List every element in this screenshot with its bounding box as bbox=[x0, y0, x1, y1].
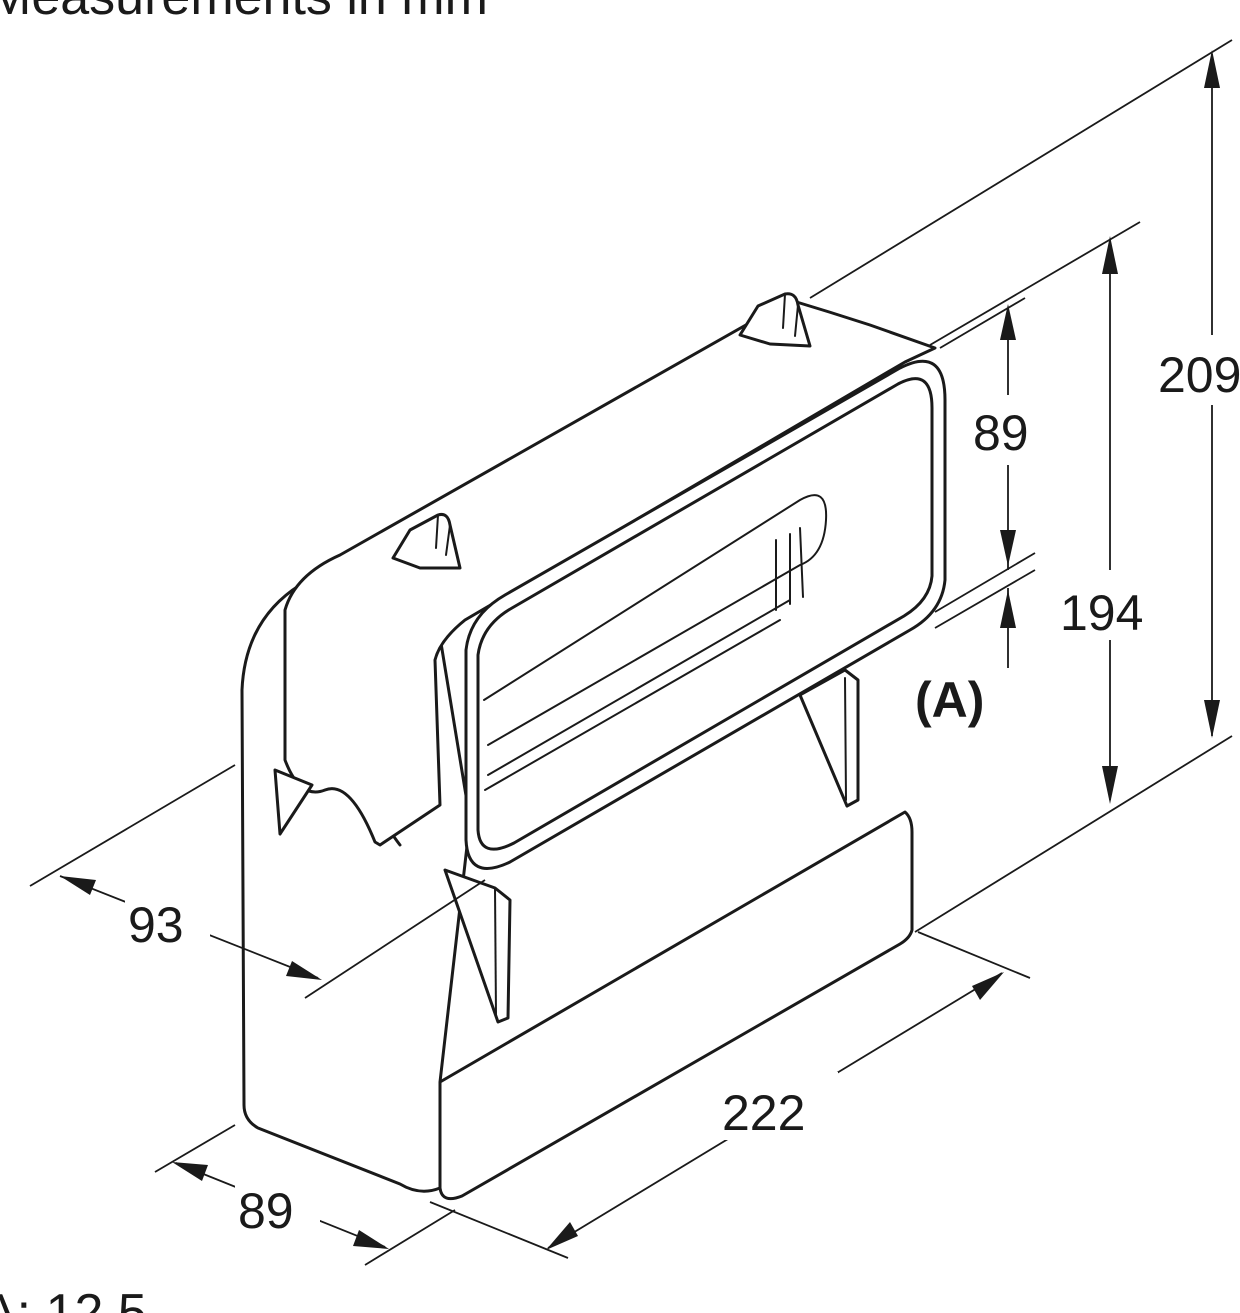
outlet-inner-bar-lower bbox=[484, 599, 791, 791]
dimension-label-222: 222 bbox=[722, 1085, 805, 1141]
dimension-label-89-outlet: 89 bbox=[973, 405, 1029, 461]
dimension-label-194: 194 bbox=[1060, 585, 1143, 641]
outlet-frame-inner bbox=[476, 377, 934, 851]
duct-bend-part bbox=[240, 292, 947, 1201]
outlet-frame-outer bbox=[464, 359, 947, 870]
dimension-label-93: 93 bbox=[128, 897, 184, 953]
mounting-tab-side bbox=[273, 768, 314, 836]
duct-lower-front-face bbox=[438, 810, 914, 1201]
dimension-depth-bottom: 89 bbox=[154, 1124, 456, 1266]
dimension-label-209: 209 bbox=[1158, 347, 1240, 403]
mounting-tab-front-right-edge bbox=[844, 677, 847, 801]
drawing-title: Measurements in mm bbox=[0, 0, 488, 26]
dimension-label-89-depth: 89 bbox=[238, 1183, 294, 1239]
outlet-inner-slot bbox=[775, 527, 804, 611]
dimension-overall-height: 209 bbox=[809, 39, 1240, 933]
dimension-width: 222 bbox=[429, 931, 1031, 1259]
mounting-tab-top-left-edge bbox=[435, 514, 451, 556]
dimension-label-offset-A: (A) bbox=[915, 672, 984, 728]
dimension-depth-top: 93 bbox=[29, 764, 486, 999]
footnote-a-value: A: 12.5 bbox=[0, 1284, 147, 1313]
mounting-tab-top-right-edge bbox=[782, 293, 799, 337]
dimension-outlet-height: 89 (A) bbox=[915, 297, 1050, 728]
mounting-tab-front-left-edge bbox=[494, 887, 497, 1017]
dimension-height: 194 bbox=[929, 221, 1170, 804]
outlet-inner-bar-upper bbox=[483, 494, 828, 746]
mounting-tab-front-right bbox=[798, 668, 860, 808]
mounting-tab-front-left bbox=[443, 868, 512, 1024]
